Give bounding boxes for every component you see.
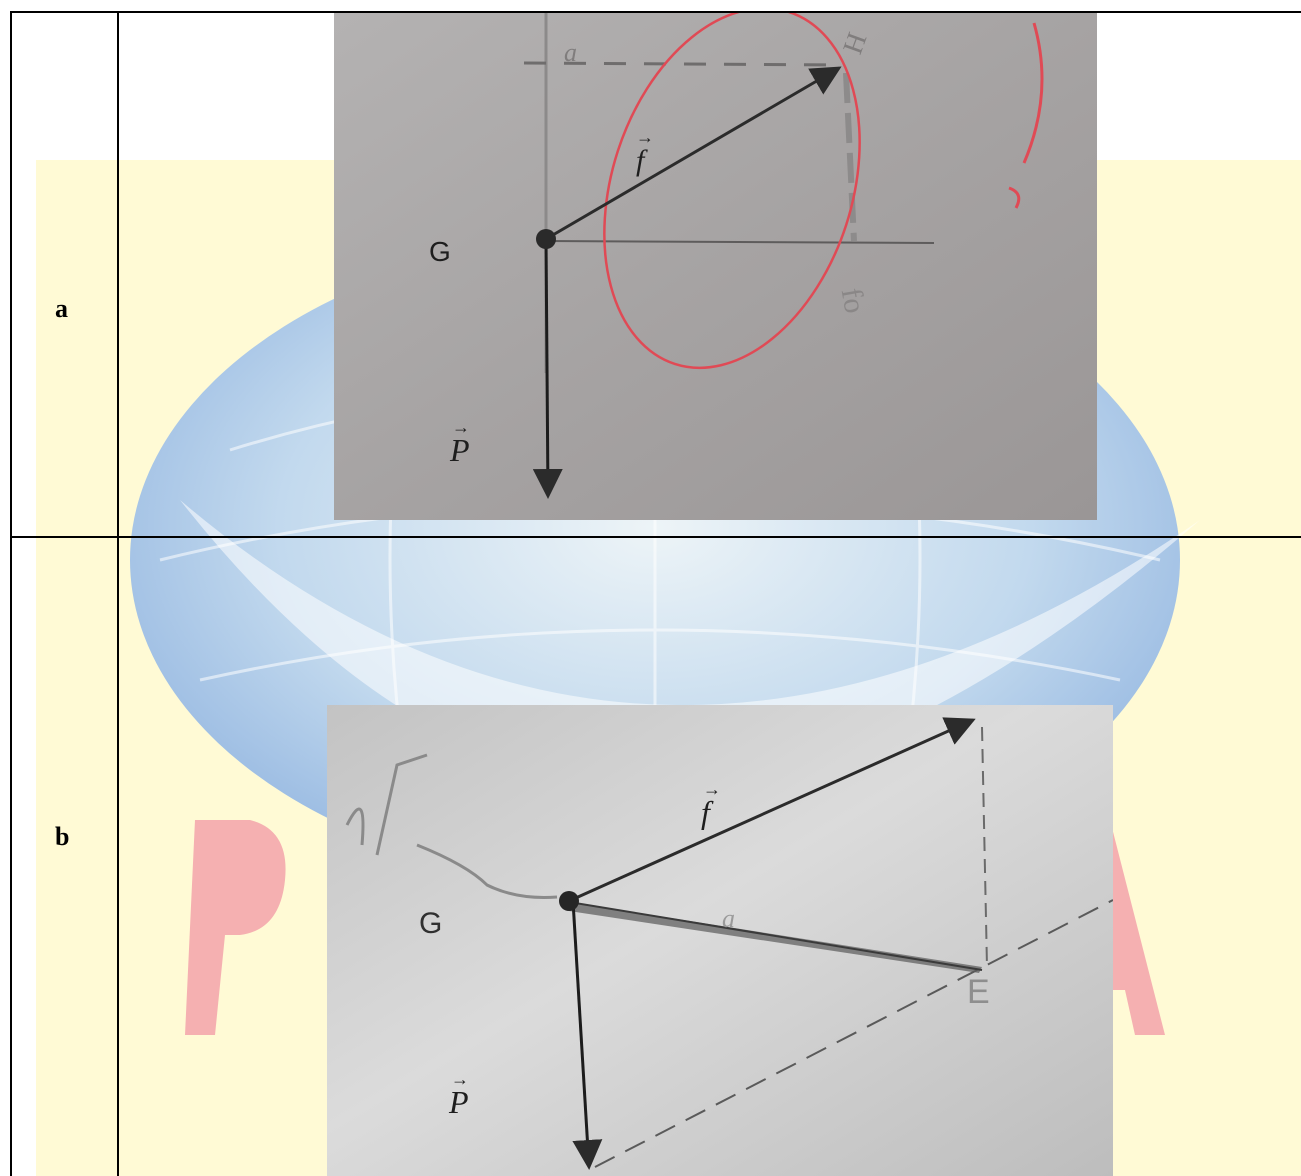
hand-label-a: a	[564, 38, 577, 67]
table-border-top	[10, 11, 1301, 13]
hand-label-e: E	[967, 973, 990, 1011]
hand-label-a-b: a	[722, 904, 735, 933]
table-column-divider	[117, 11, 119, 1176]
vector-p-arrow	[532, 238, 563, 499]
svg-text:→: →	[451, 1069, 469, 1089]
point-g-label-b: G	[419, 907, 442, 940]
photo-figure-b: G a E f → P →	[327, 705, 1113, 1176]
vector-f-arrow	[545, 66, 842, 241]
row-label-b: b	[55, 822, 70, 851]
table-border-left	[10, 11, 12, 1176]
vector-f-arrow-b	[568, 717, 976, 903]
point-g-label: G	[429, 236, 451, 267]
vector-p-arrow-b	[571, 900, 603, 1170]
svg-text:→: →	[452, 417, 470, 437]
photo-figure-a: a H fo G f → P →	[334, 13, 1097, 520]
hand-label-fo: fo	[835, 285, 872, 315]
row-label-a: a	[55, 294, 68, 323]
vector-p-label-b: P	[448, 1084, 469, 1120]
vector-p-label: P	[449, 432, 470, 468]
point-g-dot	[536, 229, 556, 249]
red-circle-mark	[603, 13, 861, 370]
table-row-divider	[10, 536, 1301, 538]
svg-text:→: →	[703, 779, 721, 799]
svg-text:→: →	[636, 127, 654, 147]
point-g-dot-b	[559, 891, 579, 911]
